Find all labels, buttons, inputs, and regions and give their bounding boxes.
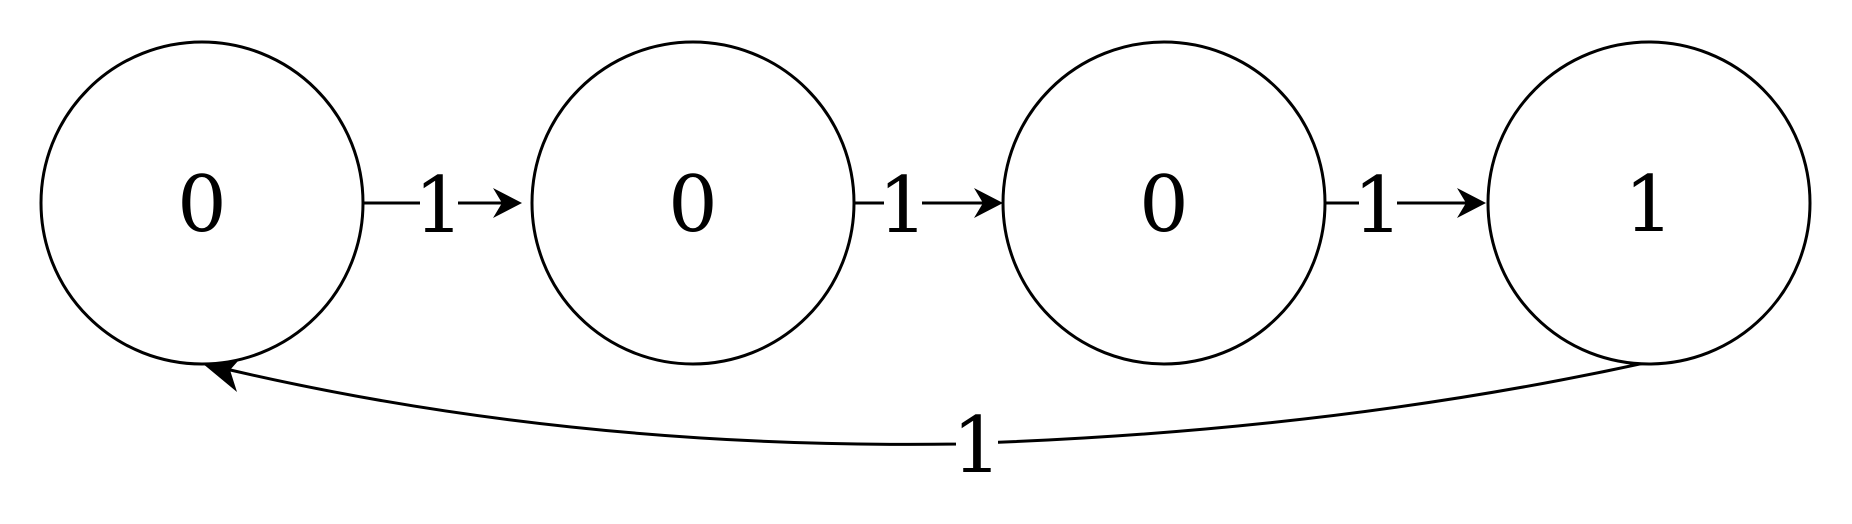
- edge-n2-n3: 1: [854, 158, 1003, 251]
- node-label-1: 0: [177, 160, 227, 250]
- state-node-4: 1: [1486, 40, 1812, 366]
- node-label-2: 0: [668, 160, 718, 250]
- arrowhead-icon: [974, 188, 1003, 218]
- edge-label-n2-n3: 1: [878, 161, 928, 251]
- edge-n1-n2: 1: [364, 158, 522, 251]
- edge-label-n4-n1: 1: [952, 401, 1002, 491]
- state-node-3: 0: [1001, 40, 1327, 366]
- node-label-4: 1: [1624, 160, 1674, 250]
- arrowhead-icon: [1457, 188, 1486, 218]
- edge-n4-n1: 1: [202, 352, 1650, 491]
- state-node-1: 0: [39, 40, 365, 366]
- state-node-2: 0: [530, 40, 856, 366]
- arrowhead-icon: [493, 188, 522, 218]
- edge-label-n1-n2: 1: [414, 161, 464, 251]
- node-label-3: 0: [1139, 160, 1189, 250]
- edge-n3-n4: 1: [1325, 158, 1486, 251]
- edge-label-n3-n4: 1: [1353, 161, 1403, 251]
